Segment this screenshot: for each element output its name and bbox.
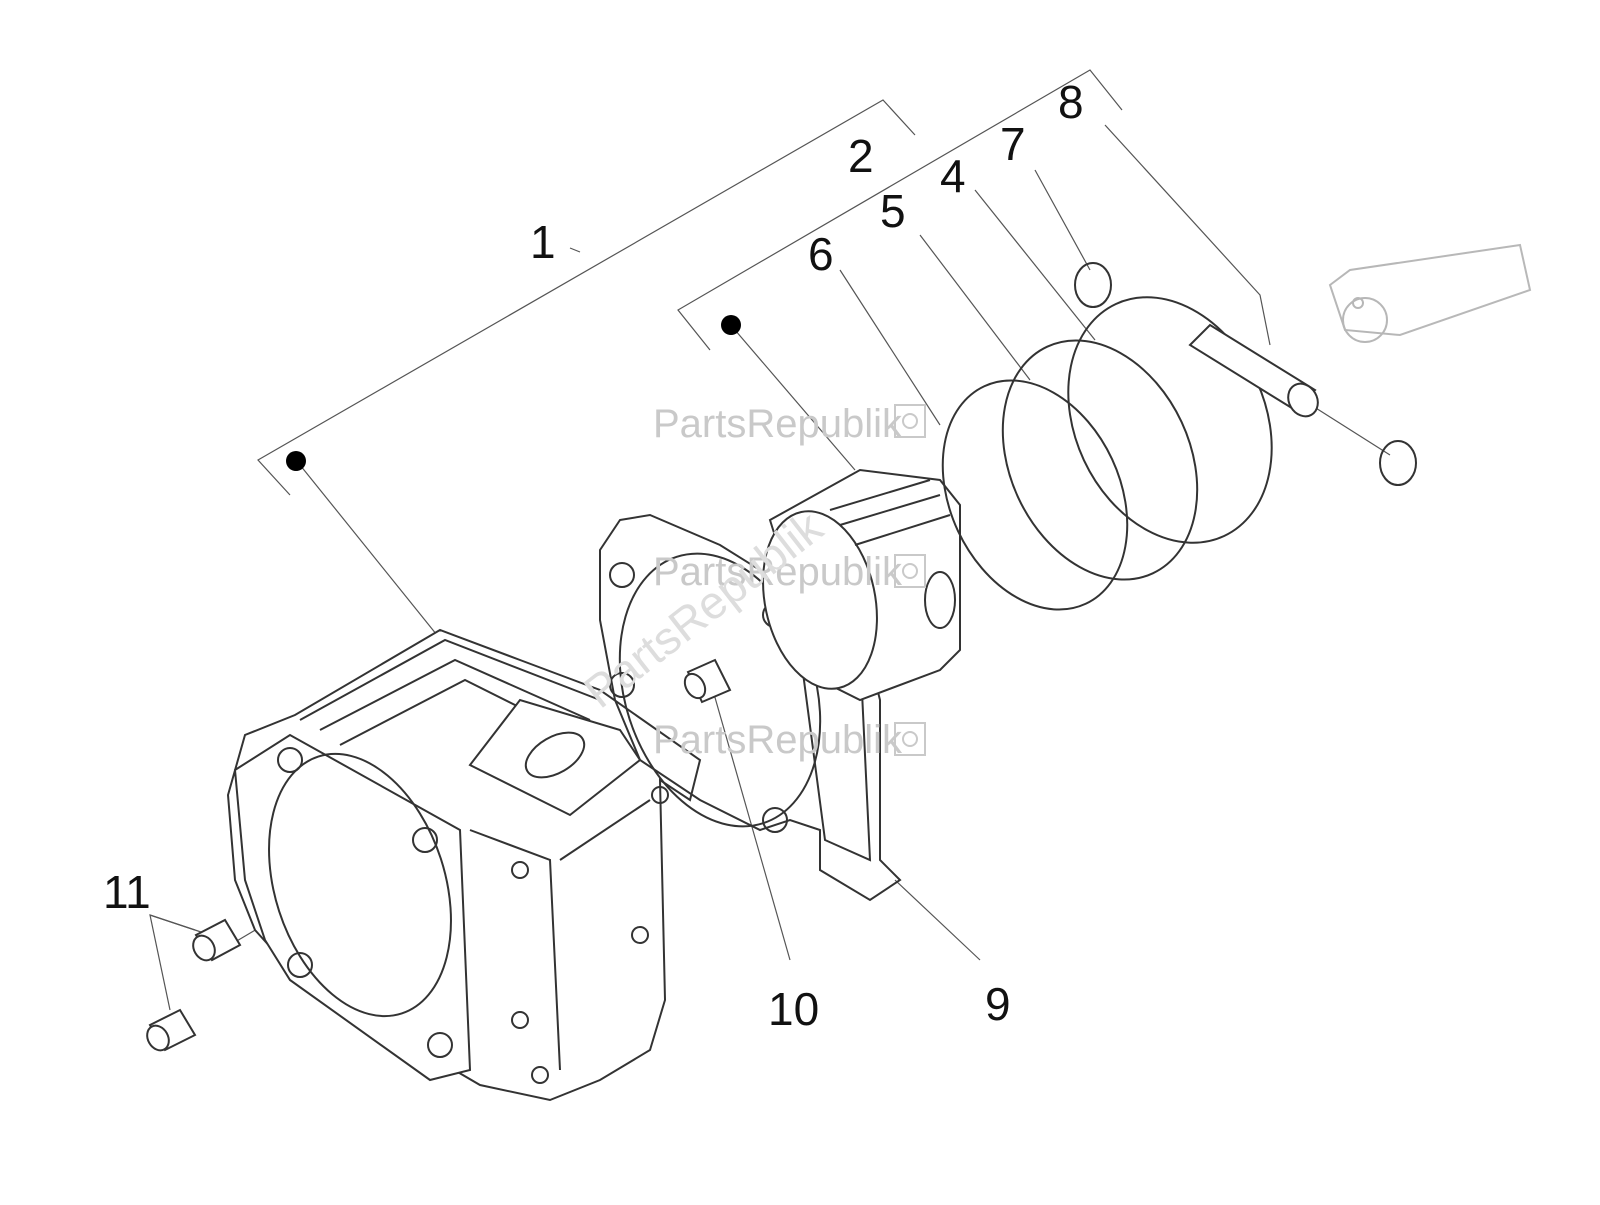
callout-1: 1 — [530, 216, 556, 268]
leader-11b — [149, 914, 196, 931]
leader-10 — [709, 679, 791, 961]
circlip-7-top — [1074, 262, 1112, 308]
leader-piston — [734, 329, 856, 471]
bracket-2 — [677, 69, 1123, 351]
cylinder — [226, 628, 702, 1102]
callout-7: 7 — [1000, 118, 1026, 170]
watermark-3: PartsRepublik — [653, 718, 903, 762]
pin-body — [1188, 323, 1317, 412]
bracket-1 — [257, 99, 916, 496]
callout-2: 2 — [848, 130, 874, 182]
stud-hole-1 — [277, 747, 303, 773]
piston-crown — [762, 510, 878, 690]
leader-5 — [919, 234, 1031, 381]
stud-hole-2 — [412, 827, 438, 853]
callout-labels: 1 2 4 5 6 7 8 9 10 11 — [103, 76, 1084, 1035]
leader-9 — [894, 879, 981, 961]
callout-4: 4 — [940, 150, 966, 202]
boss-4 — [651, 786, 669, 804]
piston-pin — [1188, 323, 1319, 418]
callout-9: 9 — [985, 978, 1011, 1030]
cylinder-fin-1 — [299, 638, 601, 721]
watermark-2: PartsRepublik — [653, 550, 903, 594]
gasket-hole-2 — [609, 672, 635, 698]
kit-dot-1 — [286, 451, 306, 471]
watermark-gear-icon — [894, 404, 926, 438]
connecting-rod — [1328, 243, 1532, 343]
dowels — [146, 918, 242, 1052]
cylinder-intake-port — [524, 731, 586, 779]
boss-3 — [531, 1066, 549, 1084]
watermark-gear-icon-2 — [894, 554, 926, 588]
circlip-7-bottom — [1379, 440, 1417, 486]
cylinder-intake-flange — [468, 698, 642, 817]
piston — [762, 468, 961, 702]
pin-end — [1287, 382, 1319, 418]
bracket-1-tick — [569, 247, 581, 253]
cylinder-side-top — [559, 799, 651, 861]
gasket-hole-4 — [762, 807, 788, 833]
boss-5 — [631, 926, 649, 944]
ring-5 — [1001, 339, 1199, 581]
kit-dot-2 — [721, 315, 741, 335]
stud-hole-3 — [287, 952, 313, 978]
dowel-2-end — [146, 1024, 170, 1052]
piston-groove-3 — [854, 514, 951, 546]
leader-4 — [974, 189, 1096, 341]
cylinder-head-face — [233, 733, 472, 1082]
gasket-hole-1 — [609, 562, 635, 588]
watermark-gear-icon-3 — [894, 722, 926, 756]
stud-hole-4 — [427, 1032, 453, 1058]
callout-8: 8 — [1058, 76, 1084, 128]
boss-2 — [511, 1011, 529, 1029]
piston-groove-2 — [839, 494, 941, 526]
cylinder-bore — [268, 752, 452, 1018]
callout-11: 11 — [103, 866, 151, 918]
centering-dowel — [683, 658, 732, 704]
callout-5: 5 — [880, 185, 906, 237]
cylinder-fin-2 — [319, 658, 591, 731]
conrod-outline — [1328, 243, 1532, 337]
conrod-oil-hole — [1352, 297, 1364, 309]
watermark-1: PartsRepublik — [653, 402, 903, 446]
dowel-1-end — [192, 934, 216, 962]
leader-11 — [149, 914, 211, 1011]
callout-6: 6 — [808, 228, 834, 280]
leader-8 — [1104, 124, 1271, 346]
piston-groove-1 — [829, 479, 931, 511]
leader-6 — [839, 269, 941, 426]
ring-6 — [941, 379, 1129, 611]
conrod-small-end — [1342, 297, 1388, 343]
boss-1 — [511, 861, 529, 879]
piston-pin-boss — [924, 571, 956, 629]
cylinder-side-edge — [469, 829, 561, 1071]
dowel-10-end — [683, 672, 707, 700]
callout-10: 10 — [768, 983, 819, 1035]
leader-7 — [1034, 169, 1091, 271]
leader-cylinder — [299, 464, 446, 646]
